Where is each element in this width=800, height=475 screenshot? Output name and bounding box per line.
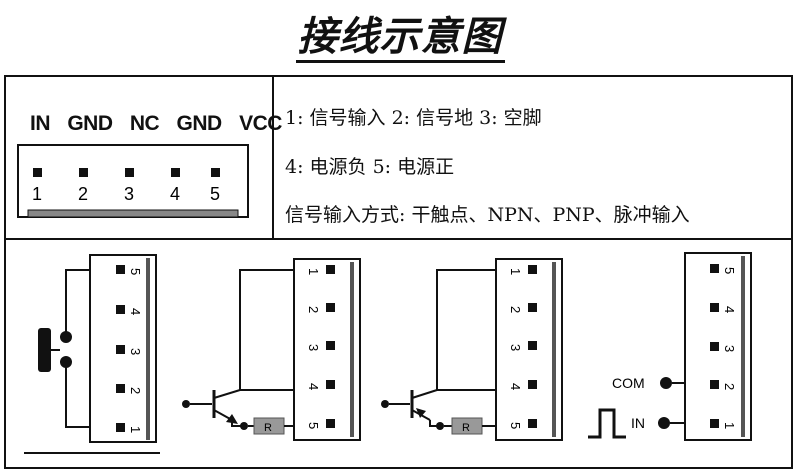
diagram-frame — [4, 75, 793, 469]
divider-horizontal — [4, 238, 793, 240]
svg-text:1: 1 — [306, 268, 321, 275]
page-title: 接线示意图 — [0, 4, 800, 63]
pulse-wave-icon — [588, 408, 626, 439]
svg-text:1: 1 — [722, 422, 737, 429]
resistor-label-pnp: R — [462, 422, 470, 434]
svg-text:2: 2 — [722, 383, 737, 390]
d3-pins: 1 2 3 4 5 — [508, 265, 537, 429]
d1-pins: 5 4 3 2 1 — [116, 265, 143, 433]
pin-number-4: 4 — [170, 184, 180, 204]
resistor-label-npn: R — [264, 422, 272, 434]
pin-number-3: 3 — [124, 184, 134, 204]
divider-vertical — [272, 75, 274, 239]
pin-number-5: 5 — [210, 184, 220, 204]
svg-text:5: 5 — [306, 422, 321, 429]
pin-label-1: IN — [30, 112, 51, 135]
pushbutton-icon — [38, 328, 51, 372]
svg-text:4: 4 — [722, 306, 737, 313]
pin-square-4 — [171, 168, 180, 177]
description-line-3: 信号输入方式: 干触点、NPN、PNP、脉冲输入 — [285, 204, 690, 226]
pin-number-2: 2 — [78, 184, 88, 204]
title-text: 接线示意图 — [295, 14, 505, 63]
description-line-2: 4: 电源负 5: 电源正 — [285, 156, 455, 178]
svg-text:1: 1 — [128, 426, 143, 433]
svg-text:4: 4 — [128, 308, 143, 315]
svg-text:2: 2 — [128, 387, 143, 394]
svg-text:3: 3 — [508, 344, 523, 351]
com-label: COM — [612, 375, 645, 391]
svg-text:5: 5 — [128, 268, 143, 275]
svg-text:4: 4 — [508, 383, 523, 390]
in-label: IN — [631, 415, 645, 431]
svg-text:5: 5 — [508, 422, 523, 429]
svg-text:2: 2 — [306, 306, 321, 313]
pin-label-3: NC — [129, 112, 160, 135]
svg-text:4: 4 — [306, 383, 321, 390]
svg-text:2: 2 — [508, 306, 523, 313]
svg-text:3: 3 — [722, 345, 737, 352]
d2-pins: 1 2 3 4 5 — [306, 265, 335, 429]
pin-square-1 — [33, 168, 42, 177]
pin-square-5 — [211, 168, 220, 177]
svg-text:3: 3 — [306, 344, 321, 351]
diagram-pulse: 5 4 3 2 1 COM IN — [588, 252, 752, 441]
pin-label-5: VCC — [239, 112, 282, 135]
pin-number-1: 1 — [32, 184, 42, 204]
svg-text:5: 5 — [722, 267, 737, 274]
pin-label-2: GND — [67, 112, 113, 135]
diagram-dry-contact: 5 4 3 2 1 — [24, 254, 160, 454]
connector-top: 1 2 3 4 5 — [17, 144, 249, 218]
connector-pin-labels: IN GND NC GND VCC — [30, 112, 294, 136]
diagram-npn: 1 2 3 4 5 R — [182, 258, 361, 441]
pin-square-3 — [125, 168, 134, 177]
d4-pins: 5 4 3 2 1 — [710, 264, 737, 429]
diagram-pnp: 1 2 3 4 5 R — [381, 258, 563, 441]
svg-text:1: 1 — [508, 268, 523, 275]
svg-text:3: 3 — [128, 348, 143, 355]
pin-square-2 — [79, 168, 88, 177]
pin-label-4: GND — [176, 112, 223, 135]
description-line-1: 1: 信号输入 2: 信号地 3: 空脚 — [285, 107, 542, 129]
